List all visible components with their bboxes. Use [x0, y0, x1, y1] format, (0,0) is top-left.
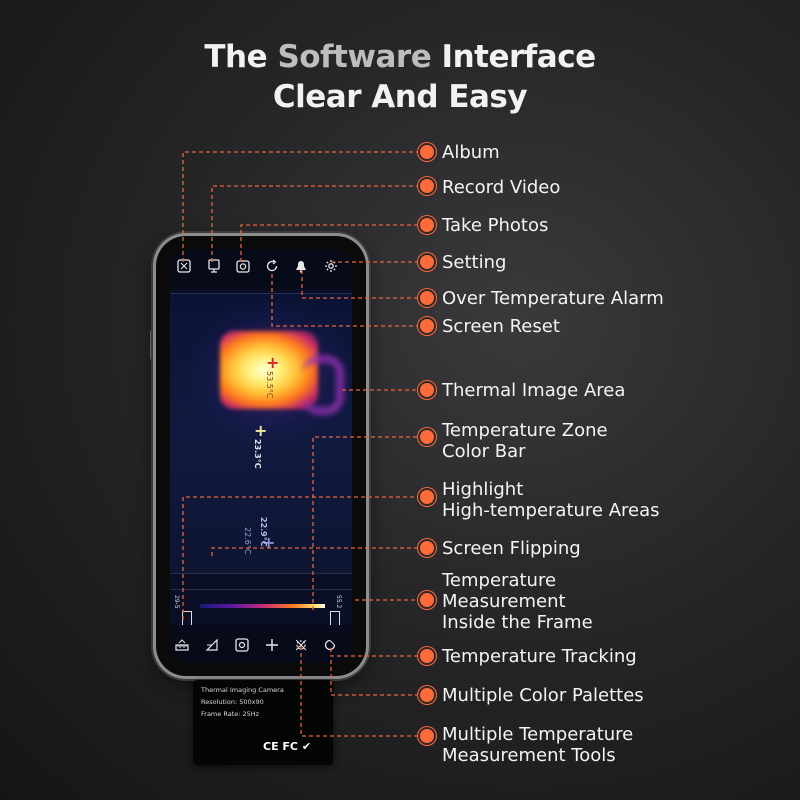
- callout-color-bar-line-1: Temperature Zone: [442, 420, 608, 441]
- callout-highlight-line-1: Highlight: [442, 479, 524, 500]
- callout-screen-reset-line-1: Screen Reset: [442, 316, 560, 337]
- callout-highlight-line-2: High-temperature Areas: [442, 500, 660, 521]
- callout-setting: Setting: [442, 252, 506, 273]
- callout-dot-measurement-frame: [420, 593, 434, 607]
- callout-dot-color-bar: [420, 430, 434, 444]
- callout-measurement-frame-line-2: Measurement: [442, 591, 566, 612]
- callout-dot-screen-flipping: [420, 541, 434, 555]
- callout-temperature-tracking-line-1: Temperature Tracking: [442, 646, 637, 667]
- callout-dot-album: [420, 145, 434, 159]
- callout-screen-flipping-line-1: Screen Flipping: [442, 538, 581, 559]
- callout-dot-record-video: [420, 179, 434, 193]
- callout-measurement-tools-line-1: Multiple Temperature: [442, 724, 634, 745]
- callout-dot-temperature-tracking: [420, 649, 434, 663]
- callout-highlight: Highlight High-temperature Areas: [442, 479, 660, 521]
- min-temp-marker: +: [262, 533, 276, 552]
- max-temp-marker: +: [266, 353, 280, 372]
- callout-screen-reset: Screen Reset: [442, 316, 560, 337]
- callout-measurement-frame-line-1: Temperature: [442, 570, 557, 591]
- spec-card-name: Thermal Imaging Camera: [201, 686, 284, 694]
- temperature-color-bar: [200, 604, 325, 608]
- frame-line-2: [170, 573, 352, 574]
- callout-take-photos-line-1: Take Photos: [442, 215, 549, 236]
- phone-volume-button: [150, 330, 154, 360]
- callout-measurement-frame: Temperature Measurement Inside the Frame: [442, 570, 593, 633]
- callout-dot-screen-reset: [420, 319, 434, 333]
- callout-dot-highlight: [420, 490, 434, 504]
- gear-icon[interactable]: [324, 259, 338, 273]
- callout-temperature-tracking: Temperature Tracking: [442, 646, 637, 667]
- callout-record-video-line-1: Record Video: [442, 177, 561, 198]
- callout-temperature-zone-color-bar: Temperature Zone Color Bar: [442, 420, 608, 462]
- title-word-software: Software: [277, 39, 432, 75]
- callout-color-palettes-line-1: Multiple Color Palettes: [442, 685, 644, 706]
- spec-card-resolution: Resolution: 500x90: [201, 698, 264, 706]
- callout-dot-color-palettes: [420, 688, 434, 702]
- title-word-interface: Interface: [441, 39, 597, 75]
- top-toolbar: [170, 249, 352, 289]
- callout-screen-flipping: Screen Flipping: [442, 538, 581, 559]
- spec-card: Thermal Imaging Camera Resolution: 500x9…: [193, 680, 333, 765]
- callout-setting-line-1: Setting: [442, 252, 507, 273]
- callout-measurement-tools: Multiple Temperature Measurement Tools: [442, 724, 633, 766]
- hot-object: [220, 331, 318, 409]
- phone-power-button: [366, 325, 370, 370]
- callout-measurement-tools-line-2: Measurement Tools: [442, 745, 616, 766]
- callout-dot-setting: [420, 255, 434, 269]
- callout-dot-take-photos: [420, 218, 434, 232]
- callout-album: Album: [442, 142, 500, 163]
- flip-icon[interactable]: [205, 638, 219, 652]
- certification-marks: CE FC ✔: [263, 740, 312, 753]
- measure-frame-icon[interactable]: [175, 638, 189, 652]
- page-title-line-1: The Software Interface: [0, 36, 800, 78]
- center-temp-marker: +: [254, 421, 268, 440]
- frame-line-3: [170, 589, 352, 590]
- hot-object-handle: [302, 355, 344, 415]
- thermal-image-area[interactable]: + 53.5°C + 23.3°C + 22.9°C 22.6°C: [170, 293, 352, 573]
- callout-color-palettes: Multiple Color Palettes: [442, 685, 644, 706]
- app-screen: + 53.5°C + 23.3°C + 22.9°C 22.6°C 29-5 5…: [170, 249, 352, 663]
- callout-take-photos: Take Photos: [442, 215, 548, 236]
- callout-color-bar-line-2: Color Bar: [442, 441, 526, 462]
- callout-over-temperature-alarm: Over Temperature Alarm: [442, 288, 664, 309]
- frame-line-1: [170, 293, 352, 294]
- callout-measurement-frame-line-3: Inside the Frame: [442, 612, 593, 633]
- callout-album-line-1: Album: [442, 142, 500, 163]
- palette-icon[interactable]: [294, 638, 308, 652]
- callout-record-video: Record Video: [442, 177, 560, 198]
- callout-dot-thermal-image-area: [420, 383, 434, 397]
- camera-icon[interactable]: [236, 259, 250, 273]
- callout-over-temperature-alarm-line-1: Over Temperature Alarm: [442, 288, 664, 309]
- album-icon[interactable]: [177, 259, 191, 273]
- spec-card-frame-rate: Frame Rate: 25Hz: [201, 710, 260, 718]
- page-title-line-2: Clear And Easy: [272, 79, 528, 115]
- callout-thermal-image-area-line-1: Thermal Image Area: [442, 380, 626, 401]
- record-video-icon[interactable]: [207, 259, 221, 273]
- title-word-the: The: [204, 39, 268, 75]
- tracking-icon[interactable]: [323, 638, 337, 652]
- callout-dot-over-temperature-alarm: [420, 291, 434, 305]
- screen-reset-icon[interactable]: [265, 259, 279, 273]
- crosshair-icon[interactable]: [265, 638, 279, 652]
- callout-thermal-image-area: Thermal Image Area: [442, 380, 625, 401]
- callout-dot-measurement-tools: [420, 729, 434, 743]
- highlight-icon[interactable]: [235, 638, 249, 652]
- bottom-toolbar: [170, 625, 352, 663]
